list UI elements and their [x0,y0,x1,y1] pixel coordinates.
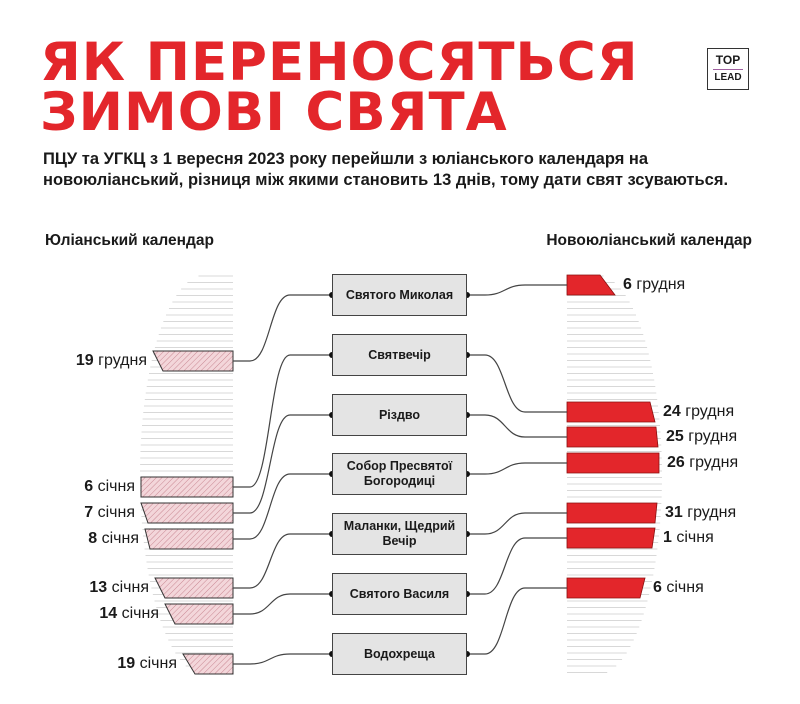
julian-date-bar [152,350,234,372]
julian-calendar-heading: Юліанський календар [45,232,214,249]
holiday-box: Святого Миколая [332,274,467,316]
title-line-1: ЯК ПЕРЕНОСЯТЬСЯ [40,32,639,93]
holiday-name: Маланки, Щедрий Вечір [343,519,456,548]
new-julian-date-label: 25 грудня [666,428,737,446]
logo-top: TOP [715,53,741,67]
date-month: січня [671,529,714,546]
date-month: січня [117,605,159,622]
date-day: 13 [89,579,108,596]
holiday-box: Водохреща [332,633,467,675]
date-day: 31 [665,504,683,521]
holiday-box: Святого Василя [332,573,467,615]
new-julian-date-label: 6 грудня [623,276,685,294]
connector-line [233,414,332,514]
date-day: 6 [623,276,632,293]
new-julian-date-label: 6 січня [653,579,704,597]
julian-date-bar [154,577,234,599]
subtitle: ПЦУ та УГКЦ з 1 вересня 2023 року перейш… [43,150,729,189]
holiday-name: Собор Пресвятої Богородиці [346,459,453,488]
date-month: грудня [93,352,147,369]
julian-date-label: 19 січня [117,655,177,673]
date-month: січня [93,478,135,495]
connector-line [467,354,567,413]
julian-date-label: 6 січня [84,478,135,496]
date-day: 25 [666,428,684,445]
date-month: грудня [683,428,738,445]
logo-bottom: LEAD [714,72,742,83]
julian-date-bar [164,603,234,625]
new-julian-calendar-heading: Новоюліанський календар [546,232,752,249]
julian-date-label: 8 січня [88,530,139,548]
new-julian-date-label: 26 грудня [667,454,738,472]
connector-line [467,587,567,655]
date-month: грудня [631,276,686,293]
new-date-bar [566,426,659,448]
holiday-name: Святвечір [368,347,431,362]
holiday-box: Різдво [332,394,467,436]
holiday-box: Собор Пресвятої Богородиці [332,453,467,495]
connector-line [233,533,332,589]
connector-line [233,354,332,488]
date-day: 7 [84,504,94,521]
connector-line [467,284,567,296]
logo-divider [713,69,743,70]
holiday-name: Різдво [378,407,421,422]
connector-line [467,537,567,595]
julian-date-bar [140,502,234,524]
julian-date-label: 19 грудня [76,352,147,370]
holiday-name: Водохреща [364,646,435,661]
date-day: 8 [88,530,98,547]
title-line-2: ЗИМОВІ СВЯТА [40,82,508,143]
date-day: 6 [653,579,662,596]
holiday-box: Святвечір [332,334,467,376]
date-month: січня [97,530,139,547]
julian-date-label: 7 січня [84,504,135,522]
date-day: 14 [99,605,118,622]
new-julian-date-label: 31 грудня [665,504,736,522]
new-date-bar [566,274,616,296]
connector-line [233,593,332,615]
holiday-name: Святого Миколая [345,287,454,302]
connector-line [467,414,567,438]
date-month: січня [93,504,135,521]
top-lead-logo: TOP LEAD [707,48,749,90]
julian-date-bar [182,653,234,675]
date-day: 1 [663,529,672,546]
date-day: 24 [663,403,681,420]
date-day: 26 [667,454,685,471]
holiday-box: Маланки, Щедрий Вечір [332,513,467,555]
date-month: грудня [680,403,735,420]
new-julian-date-label: 24 грудня [663,403,734,421]
date-day: 19 [117,655,136,672]
new-date-bar [566,577,646,599]
connector-line [233,653,332,665]
julian-date-bar [144,528,234,550]
connector-line [467,512,567,535]
date-month: січня [135,655,177,672]
connector-line [467,462,567,475]
date-month: грудня [682,504,737,521]
julian-date-bar [140,476,234,498]
date-day: 19 [75,352,94,369]
julian-date-label: 13 січня [89,579,149,597]
holiday-name: Святого Василя [349,586,450,601]
date-month: грудня [684,454,739,471]
date-day: 6 [84,478,94,495]
date-month: січня [107,579,149,596]
new-date-bar [566,452,660,474]
new-date-bar [566,502,658,524]
date-month: січня [661,579,704,596]
new-date-bar [566,401,656,423]
julian-date-label: 14 січня [99,605,159,623]
new-julian-date-label: 1 січня [663,529,714,547]
connector-line [233,294,332,362]
connector-line [233,473,332,540]
new-date-bar [566,527,656,549]
